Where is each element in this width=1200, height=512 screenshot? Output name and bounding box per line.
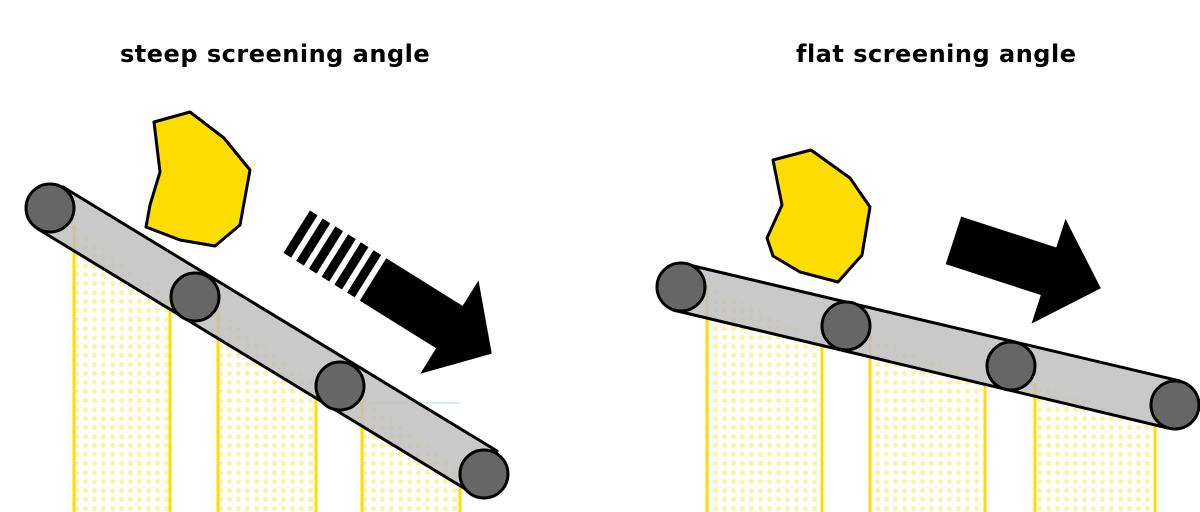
- roller: [314, 360, 366, 412]
- fall-zone: [216, 310, 318, 512]
- steep-angle-title: steep screening angle: [120, 40, 431, 68]
- roller: [1149, 379, 1200, 431]
- fall-zone: [72, 225, 172, 512]
- fall-zone: [868, 335, 987, 512]
- rock: [765, 148, 872, 284]
- rock: [144, 110, 252, 248]
- roller: [655, 261, 707, 313]
- roller: [169, 271, 221, 323]
- flat-angle-title: flat screening angle: [796, 40, 1077, 68]
- fast-motion-arrow-icon: [283, 210, 492, 374]
- roller: [985, 340, 1037, 392]
- roller: [458, 448, 510, 500]
- steep-panel: [24, 110, 510, 512]
- flat-panel: [655, 148, 1200, 512]
- motion-arrow-icon: [945, 216, 1101, 324]
- roller: [820, 300, 872, 352]
- roller: [24, 182, 76, 234]
- fall-zone: [705, 285, 824, 512]
